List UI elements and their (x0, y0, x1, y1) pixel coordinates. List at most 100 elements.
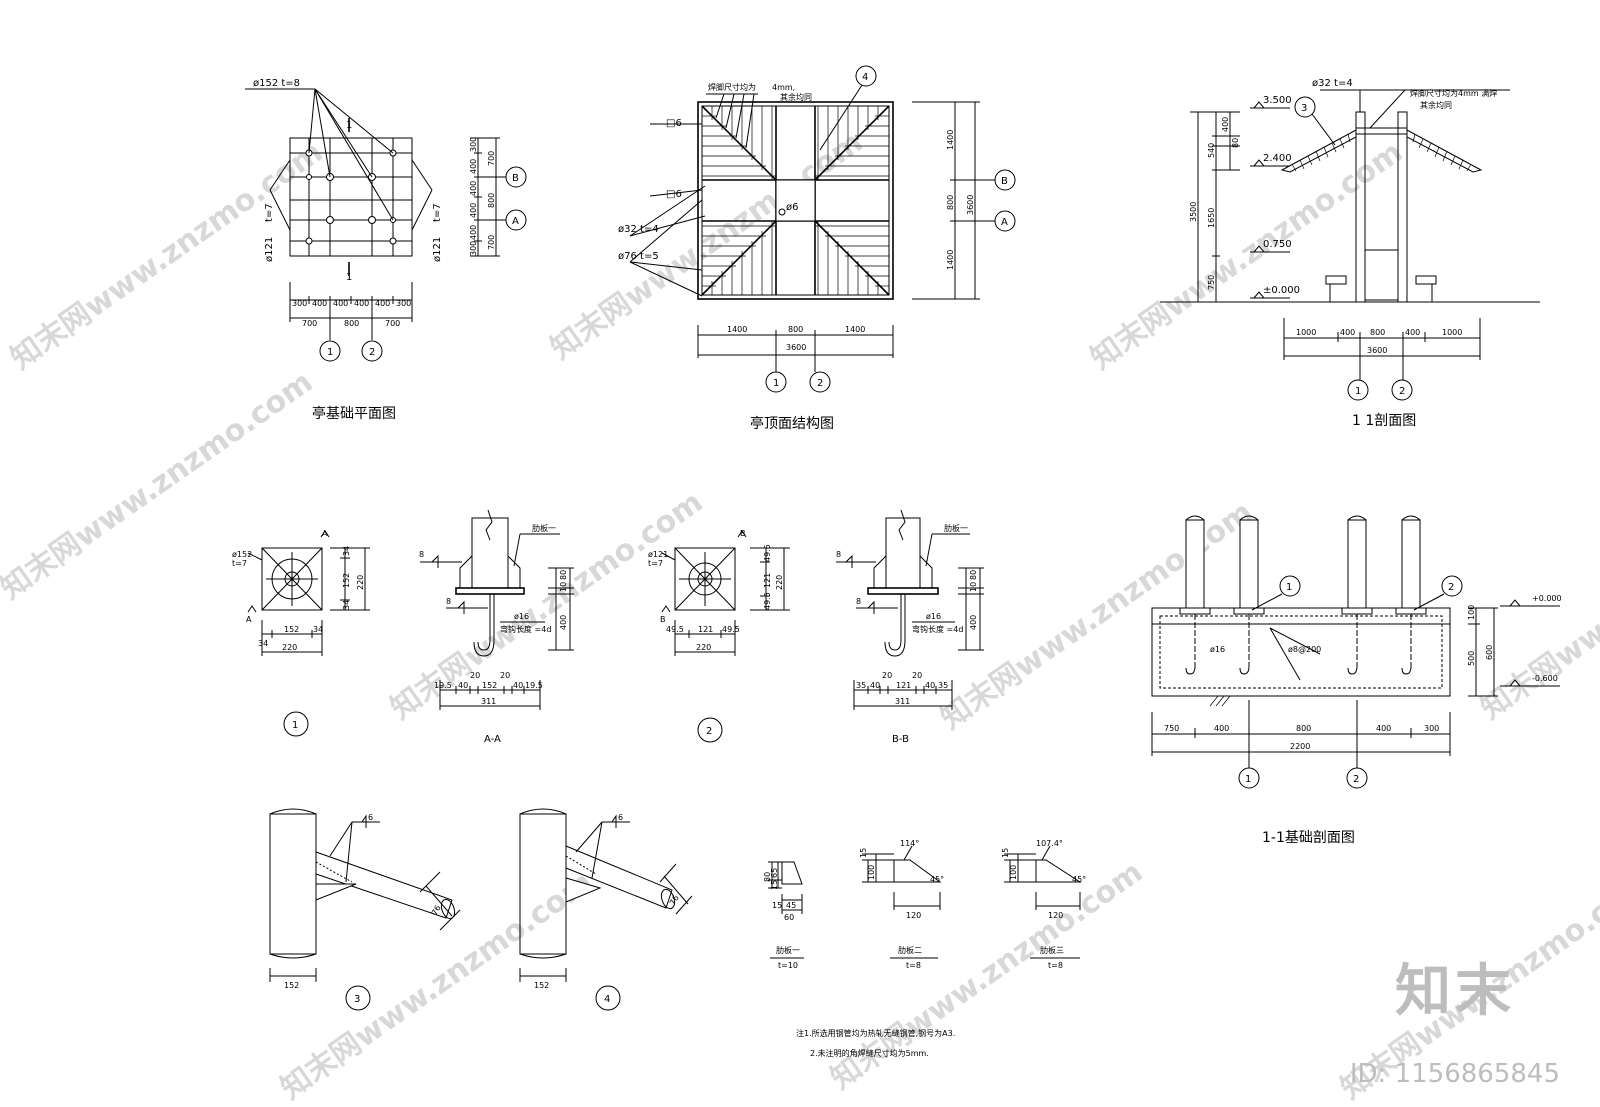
detail-4-drawing (519, 808, 693, 1011)
pipe-spec-label: ø152 t=8 (253, 78, 300, 89)
axis-label-4: 4 (862, 72, 868, 83)
dim-label: 19.5 (434, 681, 452, 690)
plate-label: □6 (666, 118, 682, 129)
weld-note: 4mm, (772, 83, 795, 92)
section-mark: 1 (346, 120, 352, 131)
dim-label: 3600 (1367, 346, 1387, 355)
detail-number: 2 (706, 726, 712, 737)
rib-plates-labels: 80 65 15 15 45 60 肋板一 t=10 15 100 114° 4… (763, 839, 1086, 970)
dim-label: 400 (469, 159, 478, 174)
pipe-spec-label: ø121 (264, 237, 275, 262)
dim-label: 49.5 (763, 592, 772, 610)
axis-label-a: A (1001, 217, 1008, 228)
dim-label: 40 (870, 681, 880, 690)
dim-label: 400 (333, 299, 348, 308)
weld-note: 其余均同 (780, 92, 812, 102)
elevation-label: ±0.000 (1263, 285, 1300, 296)
base-plan-drawing (245, 88, 527, 362)
bar-label: ø16 (1210, 645, 1225, 654)
dim-label: 120 (906, 911, 921, 920)
axis-label-b: B (512, 173, 519, 184)
detail-aa-labels: 肋板一 8 8 ø16 弯钩长度 =4d 10 80 400 19.5 40 2… (419, 523, 568, 745)
dim-label: 49.5 (763, 544, 772, 562)
roof-structure-labels: 焊脚尺寸均为 4mm, 其余均同 4 □6 □6 ø32 t=4 ø76 t=5… (618, 72, 1008, 432)
dim-label: 10 (559, 582, 568, 592)
dim-label: 121 (763, 573, 772, 588)
dim-label: 400 (1405, 328, 1420, 337)
dim-label: 300 (469, 241, 478, 256)
dim-label: 600 (1485, 645, 1494, 660)
dim-label: 700 (487, 235, 496, 250)
dim-label: 1650 (1207, 208, 1216, 228)
dim-label: 750 (1164, 724, 1179, 733)
axis-label-3: 3 (1301, 103, 1307, 114)
dim-label: 34 (258, 639, 268, 648)
dim-label: 40 (458, 681, 468, 690)
dim-label: 800 (344, 319, 359, 328)
anchor-note: 弯钩长度 =4d (912, 624, 963, 634)
weld-size: 8 (856, 597, 861, 606)
axis-label-1: 1 (1286, 582, 1292, 593)
section-mark: 1 (346, 272, 352, 283)
dim-label: 121 (896, 681, 911, 690)
dim-label: 1400 (946, 250, 955, 270)
drawing-title: 1 1剖面图 (1352, 413, 1416, 429)
section-title: A-A (484, 734, 501, 745)
dim-label: 1400 (946, 130, 955, 150)
dim-label: 220 (696, 643, 711, 652)
rib-label: 肋板一 (944, 523, 968, 533)
dim-label: 800 (1370, 328, 1385, 337)
axis-label-2: 2 (369, 347, 375, 358)
pipe-spec-label: ø121 (432, 237, 443, 262)
dim-label: 34 (342, 546, 351, 556)
dim-label: 800 (487, 193, 496, 208)
dim-label: 2200 (1290, 742, 1310, 751)
section-11-labels: ø32 t=4 焊脚尺寸均为4mm 满焊 其余均同 3 3.500 2.400 … (1189, 78, 1497, 429)
dim-label: 1400 (845, 325, 865, 334)
watermark: 知末网www.znzmo.com (545, 125, 870, 367)
pipe-spec-label: ø152 (232, 550, 252, 559)
dim-label: 500 (1467, 651, 1476, 666)
dim-label: 800 (946, 195, 955, 210)
pipe-spec-label: ø32 t=4 (1312, 78, 1353, 89)
dim-label: 20 (470, 671, 480, 680)
axis-label-1: 1 (1245, 774, 1251, 785)
axis-label-1: 1 (327, 347, 333, 358)
dim-label: 20 (500, 671, 510, 680)
dim-label: 700 (302, 319, 317, 328)
dim-label: 45 (786, 901, 796, 910)
dim-label: 15 (772, 901, 782, 910)
base-plan-labels: ø152 t=8 1 1 t=7 ø121 t=7 ø121 300 400 4… (253, 78, 519, 422)
dim-label: 35 (938, 681, 948, 690)
dim-label: 3600 (966, 195, 975, 215)
dim-label: 800 (1296, 724, 1311, 733)
dim-label: 3500 (1189, 202, 1198, 222)
plate-thickness-label: t=7 (432, 203, 443, 222)
rib-name: 肋板一 (776, 945, 800, 955)
dim-label: 80 (559, 570, 568, 580)
elevation-label: 2.400 (1263, 153, 1292, 164)
plate-label: □6 (666, 189, 682, 200)
dim-label: 20 (912, 671, 922, 680)
axis-label-2: 2 (1399, 386, 1405, 397)
mesh-label: ø8@200 (1288, 645, 1321, 654)
axis-label-2: 2 (1448, 582, 1454, 593)
elevation-label: -0.600 (1532, 674, 1558, 683)
dim-label: 400 (1221, 117, 1230, 132)
dim-label: 40 (925, 681, 935, 690)
dim-label: 65 (770, 868, 779, 878)
dim-label: 700 (487, 151, 496, 166)
dim-label: 40 (513, 681, 523, 690)
section-mark: B (740, 529, 746, 538)
dim-label: 220 (356, 575, 365, 590)
detail-number: 3 (354, 994, 360, 1005)
dim-label: 49.5 (666, 625, 684, 634)
rib-thickness: t=10 (778, 961, 798, 970)
dim-label: 1000 (1442, 328, 1462, 337)
detail-1-drawing (247, 530, 370, 737)
rib-thickness: t=8 (906, 961, 921, 970)
bolt-label: ø16 (926, 612, 941, 621)
weld-size: 6 (368, 813, 373, 822)
pipe-dia-label: 76 (430, 904, 443, 917)
dim-label: 300 (292, 299, 307, 308)
